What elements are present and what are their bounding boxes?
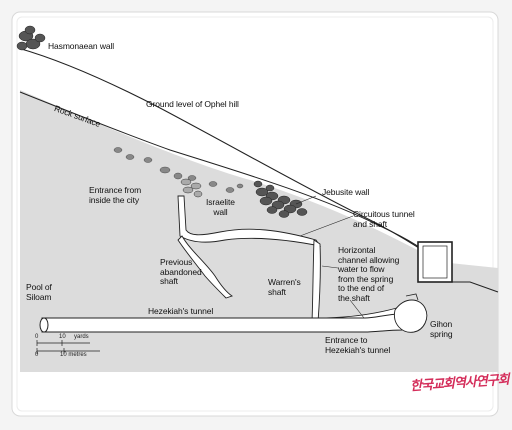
label-israelite-wall: Israelite wall — [206, 197, 235, 217]
scale-ten-metres: 10 metres — [60, 352, 87, 358]
label-entrance-hezekiahs-tunnel: Entrance to Hezekiah's tunnel — [325, 335, 391, 355]
scale-zero-yards: 0 — [35, 334, 39, 340]
spring-building — [417, 241, 453, 283]
label-circuitous-tunnel: Circuitous tunnel and shaft — [353, 209, 415, 229]
scattered-stones — [113, 147, 244, 193]
label-jebusite-wall: Jebusite wall — [322, 187, 370, 197]
hasmonaean-wall-stones — [16, 25, 46, 51]
pool-of-siloam-end — [39, 317, 49, 333]
jebusite-wall-stones — [253, 180, 308, 218]
israelite-wall-stones — [180, 178, 203, 198]
leader-lines — [295, 195, 365, 319]
label-warrens-shaft: Warren's shaft — [268, 277, 301, 297]
gihon-spring-cave — [394, 299, 428, 333]
spring-ramp — [440, 281, 499, 293]
scale-zero-metres: 0 — [35, 352, 39, 358]
label-hezekiahs-tunnel: Hezekiah's tunnel — [148, 306, 214, 316]
label-ground-level: Ground level of Ophel hill — [146, 99, 239, 109]
label-entrance-from-city: Entrance from inside the city — [89, 185, 142, 205]
scale-bar — [36, 340, 100, 354]
label-previous-shaft: Previous abandoned shaft — [160, 257, 202, 286]
scale-ten-yards: 10 — [59, 334, 66, 340]
warrens-shaft — [311, 239, 321, 323]
label-pool-of-siloam: Pool of Siloam — [26, 282, 52, 302]
rock-surface-line — [19, 91, 441, 263]
label-horizontal-channel: Horizontal channel allowing water to flo… — [338, 245, 400, 303]
scale-yards-unit: yards — [74, 334, 89, 340]
previous-abandoned-shaft — [177, 235, 234, 299]
label-gihon-spring: Gihon spring — [430, 319, 453, 339]
label-hasmonaean-wall: Hasmonaean wall — [48, 41, 115, 51]
